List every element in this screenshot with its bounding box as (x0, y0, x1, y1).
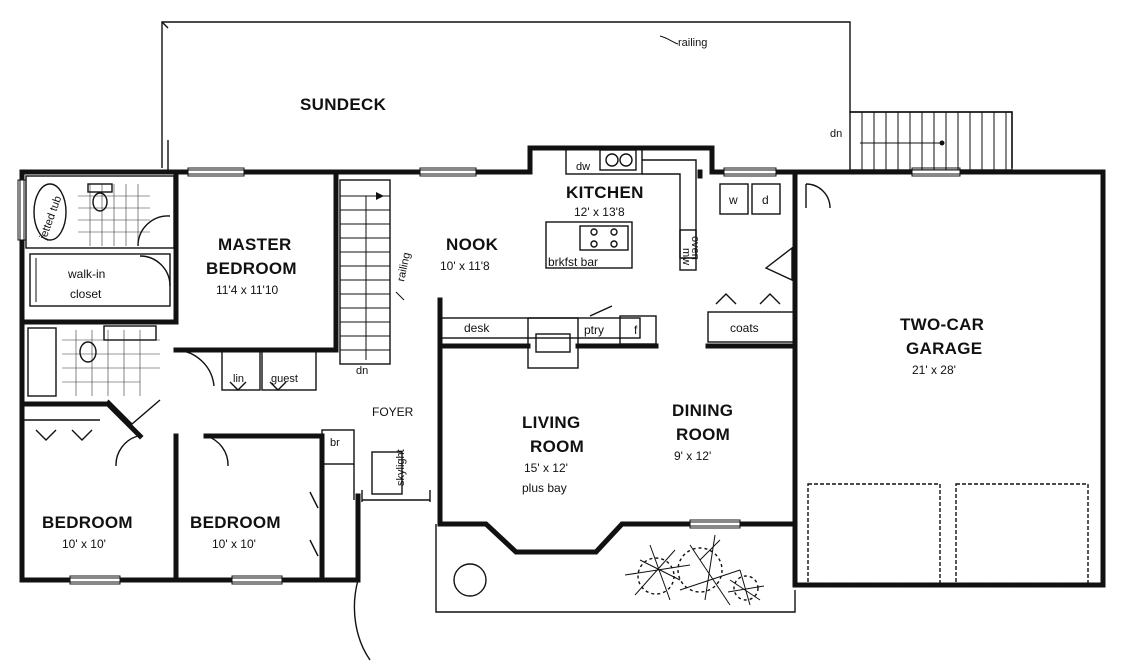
exterior-walls (19, 145, 1106, 588)
main-stairs (339, 179, 391, 365)
master-bedroom-dims: 11'4 x 11'10 (216, 283, 279, 297)
master-bedroom-name-1: MASTER (218, 235, 292, 254)
windows (20, 170, 960, 582)
mw-label: mw (680, 248, 692, 265)
foyer-label: FOYER (372, 405, 414, 419)
deck-railing-label: railing (678, 37, 707, 49)
kitchen-name: KITCHEN (566, 183, 644, 202)
guest-label: guest (271, 373, 298, 385)
washer-label: w (728, 193, 738, 207)
bedroom-1-dims: 10' x 10' (62, 537, 106, 551)
bedroom-2-name: BEDROOM (190, 513, 281, 532)
desk-label: desk (464, 321, 490, 335)
coats-closet (705, 293, 798, 349)
skylight-label: skylight (395, 449, 407, 486)
stair-railing-label: railing (395, 251, 413, 282)
kitchen-dims: 12' x 13'8 (574, 205, 625, 219)
coats-label: coats (730, 321, 759, 335)
living-room-name-1: LIVING (522, 413, 580, 432)
garage-name-2: GARAGE (906, 339, 982, 358)
dining-room-dims: 9' x 12' (674, 449, 711, 463)
bedroom-2-dims: 10' x 10' (212, 537, 256, 551)
fridge-label: f (634, 323, 638, 337)
oven-label: oven (689, 236, 701, 260)
dw-label: dw (576, 161, 590, 173)
living-room-name-2: ROOM (530, 437, 584, 456)
garage-doors (807, 483, 1089, 585)
desk-pantry (437, 305, 659, 369)
garage-dims: 21' x 28' (912, 363, 956, 377)
bay-window-outline (353, 297, 798, 661)
foyer-area (361, 451, 431, 502)
pantry-label: ptry (584, 323, 604, 337)
jetted-tub-label: jetted tub (37, 194, 64, 242)
garage-name-1: TWO-CAR (900, 315, 984, 334)
walk-in-closet-label-2: closet (70, 287, 102, 301)
master-bedroom-name-2: BEDROOM (206, 259, 297, 278)
landscape-shrubs (453, 534, 765, 606)
deck-stairs (849, 111, 1013, 171)
brkfst-bar-label: brkfst bar (548, 255, 598, 269)
kitchen-counters (545, 147, 697, 271)
living-room-dims-2: plus bay (522, 481, 567, 495)
bedroom-1-name: BEDROOM (42, 513, 133, 532)
broom-closet (321, 429, 355, 500)
walk-in-closet-label-1: walk-in (67, 267, 105, 281)
linen-label: lin (233, 373, 244, 385)
nook-name: NOOK (446, 235, 499, 254)
master-bath: jetted tub (25, 175, 175, 249)
living-room-dims-1: 15' x 12' (524, 461, 568, 475)
sundeck-label: SUNDECK (300, 95, 387, 114)
dining-room-name-2: ROOM (676, 425, 730, 444)
walk-in-closet (29, 253, 171, 307)
linen-guest-closets (175, 349, 317, 391)
bedroom-hall (19, 400, 325, 583)
hall-bath (27, 325, 161, 425)
dryer-label: d (762, 193, 769, 207)
dining-room-name-1: DINING (672, 401, 733, 420)
deck-dn-label: dn (830, 128, 842, 140)
nook-dims: 10' x 11'8 (440, 259, 490, 273)
br-label: br (330, 437, 340, 449)
stair-dn-label: dn (356, 365, 368, 377)
laundry (719, 183, 831, 282)
window-frames (17, 167, 961, 585)
